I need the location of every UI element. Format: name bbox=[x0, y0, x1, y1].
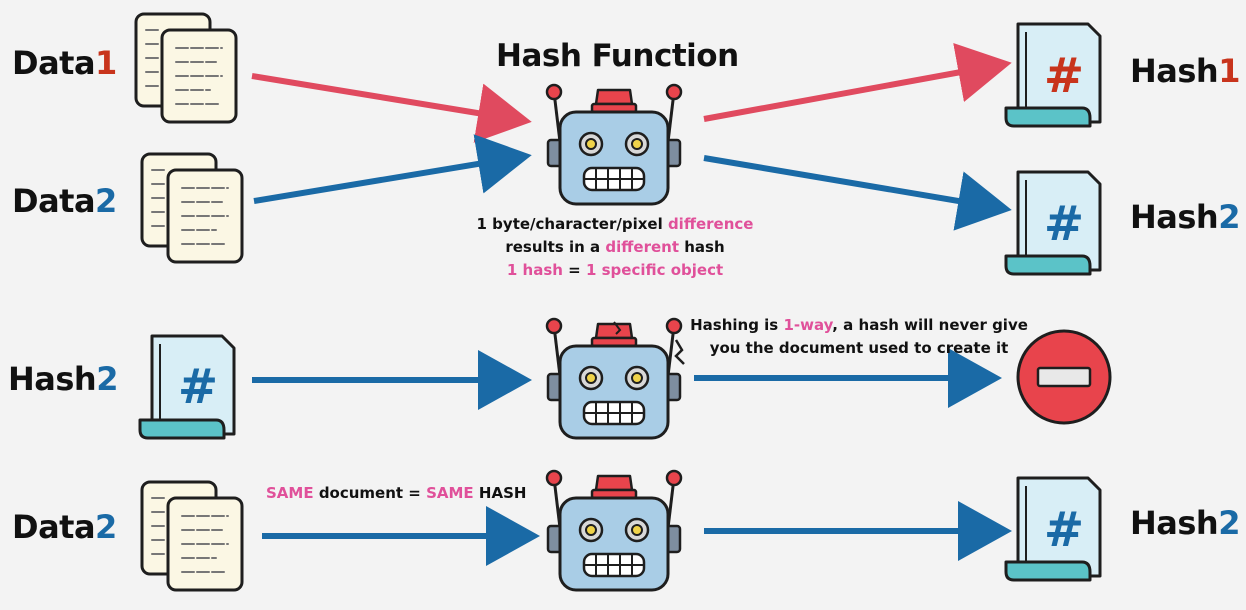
label-hash2-input: Hash2 bbox=[8, 360, 118, 398]
note-text: , a hash will never give bbox=[832, 316, 1028, 334]
label-hash2: Hash2 bbox=[1130, 198, 1240, 236]
hash-symbol-1: # bbox=[1044, 48, 1084, 104]
note-highlight: 1 hash bbox=[506, 261, 563, 279]
arrow-data1-to-hash bbox=[251, 73, 532, 143]
document-stack-icon-data2-bottom bbox=[140, 480, 244, 592]
note-same: SAME document = SAME HASH bbox=[266, 482, 526, 505]
robot-icon-main bbox=[545, 83, 683, 206]
page-title: Hash Function bbox=[496, 38, 739, 74]
label-text: Hash bbox=[1130, 52, 1219, 90]
note-text: = bbox=[562, 261, 586, 279]
note-highlight: SAME bbox=[266, 484, 314, 502]
hash-symbol-bottom: # bbox=[1044, 502, 1084, 558]
arrow-data2-to-hash bbox=[253, 134, 532, 204]
robot-icon-broken bbox=[545, 317, 685, 440]
note-highlight: 1 specific object bbox=[585, 261, 724, 279]
note-line-2: results in a different hash bbox=[470, 236, 760, 259]
label-num: 2 bbox=[1218, 504, 1240, 542]
stop-sign-icon bbox=[1016, 329, 1112, 425]
label-text: Hash bbox=[1130, 198, 1219, 236]
label-text: Hash bbox=[8, 360, 97, 398]
label-num: 2 bbox=[95, 508, 117, 546]
note-difference: 1 byte/character/pixel difference result… bbox=[470, 213, 760, 282]
label-num: 2 bbox=[96, 360, 118, 398]
note-line-3: 1 hash = 1 specific object bbox=[470, 259, 760, 282]
arrow-hash-to-hash1 bbox=[703, 42, 1012, 122]
note-text: document = bbox=[313, 484, 427, 502]
robot-icon-bottom bbox=[545, 469, 683, 592]
note-oneway: Hashing is 1-way, a hash will never give… bbox=[684, 314, 1034, 360]
label-num: 1 bbox=[95, 44, 117, 82]
label-num: 1 bbox=[1218, 52, 1240, 90]
note-highlight: SAME bbox=[426, 484, 474, 502]
label-data1: Data1 bbox=[12, 44, 117, 82]
label-text: Hash bbox=[1130, 504, 1219, 542]
note-text: HASH bbox=[473, 484, 527, 502]
note-text: Hashing is bbox=[690, 316, 784, 334]
note-text: 1 byte/character/pixel bbox=[476, 215, 668, 233]
label-text: Data bbox=[12, 44, 96, 82]
note-highlight: 1-way bbox=[783, 316, 833, 334]
label-data2-bottom: Data2 bbox=[12, 508, 117, 546]
note-line-2: you the document used to create it bbox=[709, 339, 1009, 357]
document-stack-icon-data2 bbox=[140, 152, 244, 264]
hash-symbol-2: # bbox=[1044, 196, 1084, 252]
note-line-1: 1 byte/character/pixel difference bbox=[470, 213, 760, 236]
label-data2: Data2 bbox=[12, 182, 117, 220]
label-num: 2 bbox=[1218, 198, 1240, 236]
note-highlight: difference bbox=[667, 215, 754, 233]
hash-symbol-input: # bbox=[178, 359, 218, 415]
note-highlight: different bbox=[605, 238, 679, 256]
arrow-hash-to-hash2 bbox=[703, 155, 1012, 231]
label-hash2-bottom: Hash2 bbox=[1130, 504, 1240, 542]
document-stack-icon-data1 bbox=[134, 12, 238, 124]
note-text: hash bbox=[679, 238, 725, 256]
label-num: 2 bbox=[95, 182, 117, 220]
label-text: Data bbox=[12, 508, 96, 546]
note-text: results in a bbox=[505, 238, 606, 256]
label-text: Data bbox=[12, 182, 96, 220]
note-line-1: Hashing is 1-way, a hash will never give bbox=[684, 314, 1034, 337]
label-hash1: Hash1 bbox=[1130, 52, 1240, 90]
